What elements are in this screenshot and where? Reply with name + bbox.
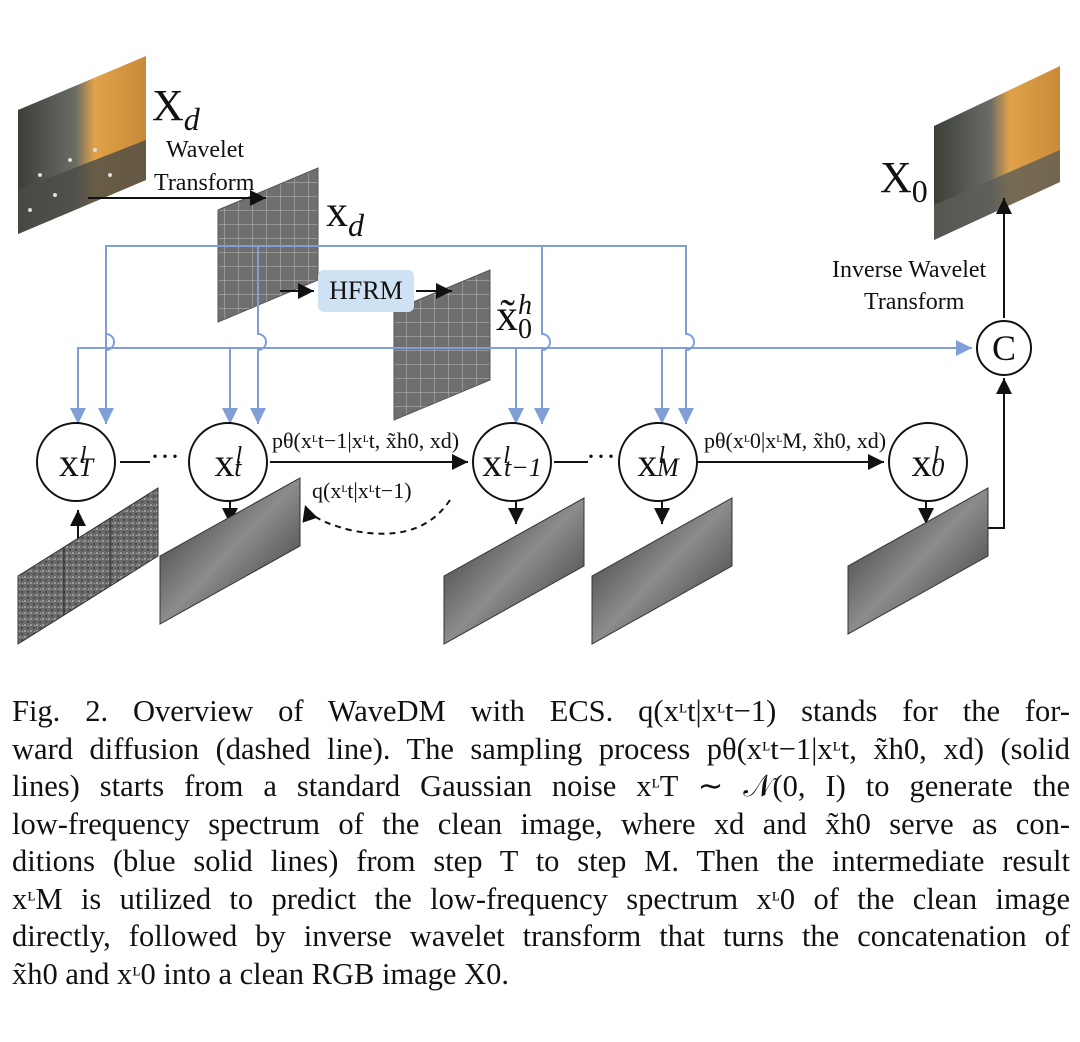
label-xd-image: Xd: [152, 81, 200, 137]
strip-xt: [159, 477, 301, 625]
forward-diffusion-dashed: [302, 499, 451, 535]
caption-line: directly, followed by inverse wavelet tr…: [12, 919, 1070, 953]
blue-condition-lines: [77, 245, 970, 422]
hfrm-module: HFRM: [318, 270, 414, 312]
label-inverse-wavelet: Inverse Wavelet: [832, 257, 987, 283]
wavelet-grid-x0h: [393, 269, 491, 421]
input-image-xd: [18, 56, 146, 234]
caption-line: xᶫM is utilized to predict the low-frequ…: [12, 881, 1070, 916]
caption-line: Fig. 2. Overview of WaveDM with ECS. q(x…: [12, 694, 1070, 728]
caption-line: low-frequency spectrum of the clean imag…: [12, 806, 1070, 841]
concat-node: C: [976, 320, 1032, 376]
label-x0h: x̃h0: [496, 290, 532, 345]
figure-diagram-svg: [17, 56, 1060, 645]
strip-x0: [847, 487, 989, 635]
wavedm-figure: Xd Wavelet Transform xd HFRM x̃h0 X0 Inv…: [17, 56, 1060, 645]
figure-caption: Fig. 2. Overview of WaveDM with ECS. q(x…: [12, 693, 1070, 993]
strip-xt-1: [443, 497, 585, 645]
label-inverse-transform: Transform: [864, 289, 965, 315]
caption-line: ward diffusion (dashed line). The sampli…: [12, 731, 1070, 766]
caption-line: x̃h0 and xᶫ0 into a clean RGB image X0.: [12, 956, 509, 991]
strip-xm: [591, 497, 733, 645]
eq-p-final: pθ(xᶫ0|xᶫM, x̃h0, xd): [704, 428, 887, 454]
label-x0-output: X0: [880, 153, 928, 209]
label-wavelet: Wavelet: [166, 137, 245, 163]
eq-q-step: q(xᶫt|xᶫt−1): [312, 478, 412, 504]
output-image-x0: [934, 66, 1060, 240]
dots-1: ···: [150, 440, 180, 473]
noise-strip: [17, 487, 159, 645]
caption-line: lines) starts from a standard Gaussian n…: [12, 769, 1070, 803]
caption-line: ditions (blue solid lines) from step T t…: [12, 844, 1070, 878]
eq-p-step: pθ(xᶫt−1|xᶫt, x̃h0, xd): [272, 428, 460, 454]
label-transform: Transform: [154, 170, 255, 196]
dots-2: ···: [586, 440, 616, 473]
label-xd-wavelet: xd: [326, 187, 364, 243]
